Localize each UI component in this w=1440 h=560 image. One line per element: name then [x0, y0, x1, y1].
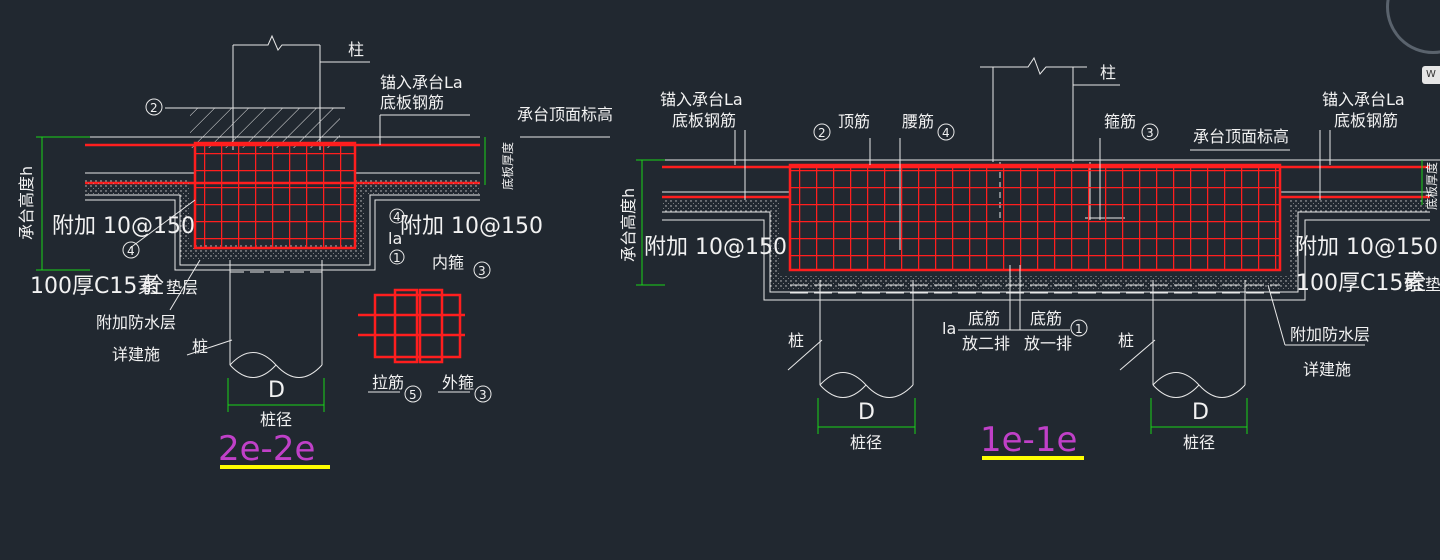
label-row-2: 放二排 [962, 334, 1010, 353]
section-2e-2e [36, 34, 610, 469]
label-slab-thk-right: 底板厚度 [1424, 162, 1439, 210]
label-la-right: la [942, 319, 956, 338]
label-pile-dia-right-2: 桩径 [1183, 433, 1215, 452]
label-tie-bar: 拉筋 [372, 373, 404, 392]
cushion-layer-left [85, 180, 480, 260]
label-anchor-left-2: 底板钢筋 [380, 93, 444, 112]
label-stirrup: 箍筋 [1104, 112, 1136, 131]
label-cushion-right-c: 垫层 [1425, 275, 1440, 294]
label-dia-right-2: D [1192, 400, 1209, 425]
label-pile-right-2: 桩 [1118, 331, 1134, 350]
label-anchor-right-l2: 底板钢筋 [672, 111, 736, 130]
label-column-left: 柱 [348, 40, 364, 59]
label-pile-left: 桩 [192, 337, 208, 356]
label-waist-bar: 腰筋 [902, 112, 934, 131]
viewcube-west-button[interactable]: W [1422, 66, 1440, 84]
label-bottom-bar-a: 底筋 [968, 309, 1000, 328]
marker-3-right: 3 [1146, 126, 1154, 140]
label-add-right-a: 附加 10@150 [644, 235, 787, 260]
marker-1-left: 1 [393, 251, 401, 265]
label-cap-height-left: 承台高度h [17, 166, 36, 240]
cap-rebar-cage-left [195, 143, 355, 248]
label-add-left-b: 附加 10@150 [400, 214, 543, 239]
pile-left [229, 260, 323, 378]
marker-1-right: 1 [1075, 322, 1083, 336]
label-cap-top-elev-left: 承台顶面标高 [517, 105, 613, 124]
label-waterproof-left: 附加防水层 [96, 313, 176, 332]
marker-4-left-b: 4 [393, 210, 401, 224]
pile-right-1 [819, 280, 914, 398]
title-underline-right [982, 456, 1084, 460]
cushion-layer-right [662, 200, 1430, 290]
label-anchor-left-1: 锚入承台La [380, 73, 463, 92]
label-add-right-b: 附加 10@150 [1295, 235, 1438, 260]
section-title-2e: 2e-2e [218, 429, 315, 469]
label-cap-height-right: 承台高度h [619, 188, 638, 262]
label-dia-right-1: D [858, 400, 875, 425]
label-bottom-bar-b: 底筋 [1030, 309, 1062, 328]
title-underline-left [220, 465, 330, 469]
label-row-1: 放一排 [1024, 334, 1072, 353]
label-inner-stirrup: 内箍 [432, 253, 464, 272]
label-column-right: 柱 [1100, 63, 1116, 82]
label-cushion-left-b: 砼 [142, 274, 164, 299]
label-anchor-right-r2: 底板钢筋 [1334, 111, 1398, 130]
marker-4-right: 4 [942, 126, 950, 140]
cap-rebar-cage-right [790, 165, 1280, 270]
label-dia-left: D [268, 378, 285, 403]
label-cushion-left-a: 100厚C15素 [30, 274, 159, 299]
section-1e-1e [636, 56, 1440, 460]
label-anchor-right-l1: 锚入承台La [660, 90, 743, 109]
label-add-left-a: 附加 10@150 [52, 214, 195, 239]
stirrup-detail [358, 288, 465, 364]
label-waterproof-right: 附加防水层 [1290, 325, 1370, 344]
marker-4-left-a: 4 [127, 244, 135, 258]
marker-2-left: 2 [150, 101, 158, 115]
label-arch-ref-left: 详建施 [112, 345, 160, 364]
section-title-1e: 1e-1e [980, 420, 1077, 460]
marker-3-left-a: 3 [478, 264, 486, 278]
label-pile-dia-right-1: 桩径 [850, 433, 882, 452]
label-outer-stirrup: 外箍 [442, 373, 474, 392]
label-cushion-right-b: 砼 [1404, 271, 1426, 296]
label-pile-right-1: 桩 [788, 331, 804, 350]
label-cap-top-elev-right: 承台顶面标高 [1193, 127, 1289, 146]
label-slab-thk-left: 底板厚度 [500, 142, 515, 190]
pile-right-2 [1152, 280, 1246, 398]
marker-5-left: 5 [409, 388, 417, 402]
label-arch-ref-right: 详建施 [1303, 360, 1351, 379]
label-cushion-left-c: 垫层 [166, 278, 198, 297]
label-la-left: la [388, 229, 402, 248]
column-left [180, 34, 345, 150]
label-pile-dia-left: 桩径 [260, 410, 292, 429]
label-cushion-right-a: 100厚C15素 [1296, 271, 1425, 296]
label-anchor-right-r1: 锚入承台La [1322, 90, 1405, 109]
marker-3-left-b: 3 [479, 388, 487, 402]
label-top-bar: 顶筋 [838, 112, 870, 131]
marker-2-right: 2 [818, 126, 826, 140]
